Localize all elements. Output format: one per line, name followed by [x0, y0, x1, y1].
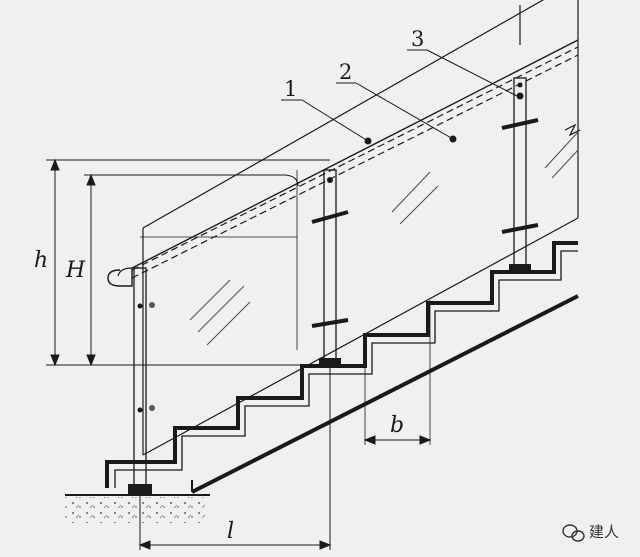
dimension-l — [138, 365, 332, 550]
handrail — [107, 39, 579, 287]
ground — [65, 494, 210, 523]
post-1 — [128, 267, 155, 494]
post-2 — [311, 169, 349, 367]
label-b: b — [390, 413, 404, 438]
label-H: H — [65, 258, 86, 283]
callout-2-leader — [336, 82, 457, 143]
glass-panel — [142, 0, 579, 456]
stair-steps-inner — [114, 250, 578, 488]
post-3 — [501, 77, 539, 273]
callout-3: 3 — [411, 27, 424, 51]
stair-underside — [191, 294, 579, 494]
callout-1-leader — [281, 99, 372, 145]
label-l: l — [227, 519, 234, 544]
label-h: h — [34, 248, 48, 273]
dimension-h — [46, 158, 330, 367]
callout-2: 2 — [339, 60, 352, 84]
dimension-H — [84, 173, 299, 367]
glass-hatch — [189, 131, 579, 346]
callout-1: 1 — [284, 77, 297, 101]
wechat-icon — [562, 524, 585, 542]
dimension-b — [363, 435, 432, 445]
watermark-text: 建人 — [589, 523, 619, 541]
callout-3-leader — [407, 49, 520, 98]
reference-lines — [140, 170, 431, 445]
break-mark — [564, 123, 581, 137]
